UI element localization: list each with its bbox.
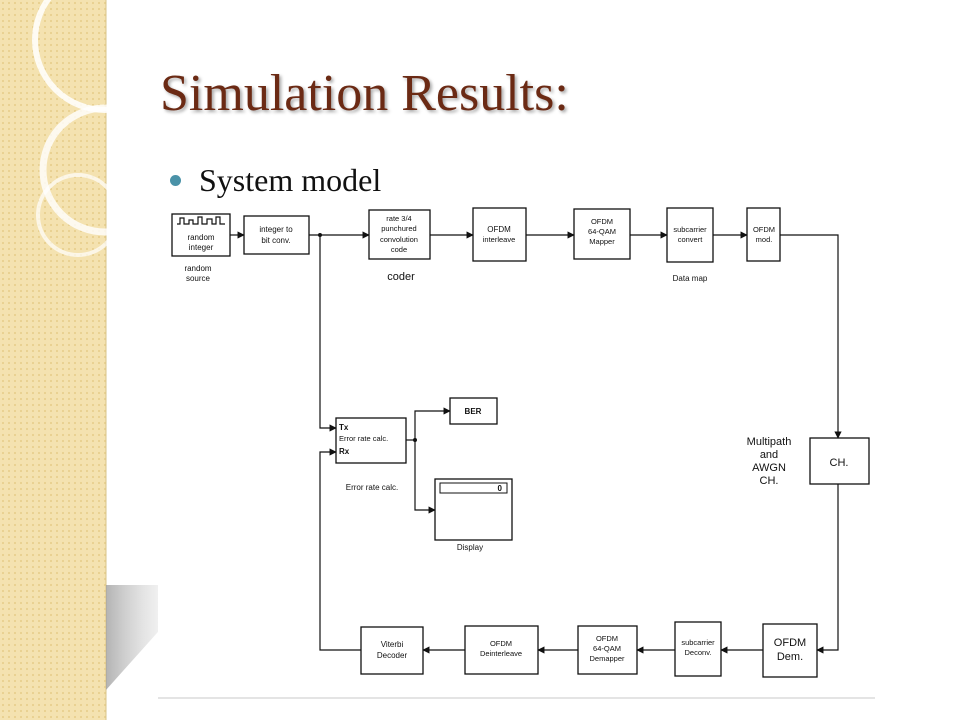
error-calc-tx-port: Tx [339,423,349,432]
display-block[interactable]: 0 [434,478,513,541]
random-source-caption-2: source [186,274,211,283]
int-to-bit-label-1: integer to [259,225,293,234]
junction-dot [318,233,322,237]
qam-mapper-block[interactable]: OFDM 64-QAM Mapper [573,208,631,260]
interleave-label-1: OFDM [487,225,511,234]
junction-dot [413,438,417,442]
viterbi-label-1: Viterbi [381,640,404,649]
ofdm-dem-block[interactable]: OFDM Dem. [762,623,818,678]
error-calc-label: Error rate calc. [339,434,388,443]
subcarrier-deconv-label-1: subcarrier [681,638,715,647]
qam-demapper-block[interactable]: OFDM 64-QAM Demapper [577,625,638,675]
subcarrier-deconv-block[interactable]: subcarrier Deconv. [674,621,722,677]
viterbi-decoder-block[interactable]: Viterbi Decoder [360,626,424,675]
bullet-dot [170,175,181,186]
display-value: 0 [498,484,503,493]
channel-block[interactable]: CH. [809,437,870,485]
demapper-label-3: Demapper [589,654,625,663]
display-caption: Display [457,543,483,552]
deinterleave-label-2: Deinterleave [480,649,522,658]
ofdm-dem-label-1: OFDM [774,637,806,649]
subcarrier-convert-label-2: convert [678,235,704,244]
channel-desc-3: AWGN [752,462,786,474]
int-to-bit-block[interactable]: integer to bit conv. [243,215,310,255]
connection-lines [230,231,842,654]
convolution-code-block[interactable]: rate 3/4 punchured convolution code [368,209,431,260]
bullet-item: System model [170,162,381,199]
bullet-text: System model [199,162,382,198]
conv-code-label-3: convolution [380,235,418,244]
channel-desc-2: and [760,449,778,461]
random-integer-label-1: random [187,233,214,242]
mapper-label-3: Mapper [589,237,615,246]
ofdm-mod-block[interactable]: OFDM mod. [746,207,781,262]
coder-caption: coder [387,271,415,283]
interleave-label-2: interleave [483,235,516,244]
ofdm-mod-label-2: mod. [756,235,773,244]
data-map-caption: Data map [673,274,708,283]
viterbi-label-2: Decoder [377,651,408,660]
random-source-caption-1: random [184,264,211,273]
channel-desc-1: Multipath [747,436,792,448]
decor-circle [39,104,171,236]
error-calc-caption: Error rate calc. [346,483,398,492]
ofdm-dem-label-2: Dem. [777,651,803,663]
deinterleave-label-1: OFDM [490,639,512,648]
error-calc-rx-port: Rx [339,447,350,456]
random-integer-block[interactable]: random integer [171,213,231,257]
mapper-label-1: OFDM [591,217,613,226]
error-rate-calc-block[interactable]: Tx Error rate calc. Rx [335,417,407,464]
random-signal-icon [177,216,225,225]
channel-desc-4: CH. [760,475,779,487]
decor-circle [36,173,120,257]
ofdm-mod-label-1: OFDM [753,225,775,234]
subcarrier-deconv-label-2: Deconv. [685,648,712,657]
mapper-label-2: 64-QAM [588,227,616,236]
int-to-bit-label-2: bit conv. [261,236,290,245]
sidebar-stripe [0,0,106,720]
ber-label: BER [465,407,482,416]
ber-block[interactable]: BER [449,397,498,425]
demapper-label-1: OFDM [596,634,618,643]
random-integer-label-2: integer [189,243,214,252]
demapper-label-2: 64-QAM [593,644,621,653]
conv-code-label-4: code [391,245,407,254]
conv-code-label-2: punchured [381,224,416,233]
ofdm-interleave-block[interactable]: OFDM interleave [472,207,527,262]
subcarrier-convert-label-1: subcarrier [673,225,707,234]
subcarrier-convert-block[interactable]: subcarrier convert [666,207,714,263]
conv-code-label-1: rate 3/4 [386,214,411,223]
slide-title: Simulation Results: [160,65,569,122]
ofdm-deinterleave-block[interactable]: OFDM Deinterleave [464,625,539,675]
channel-label: CH. [830,457,849,469]
